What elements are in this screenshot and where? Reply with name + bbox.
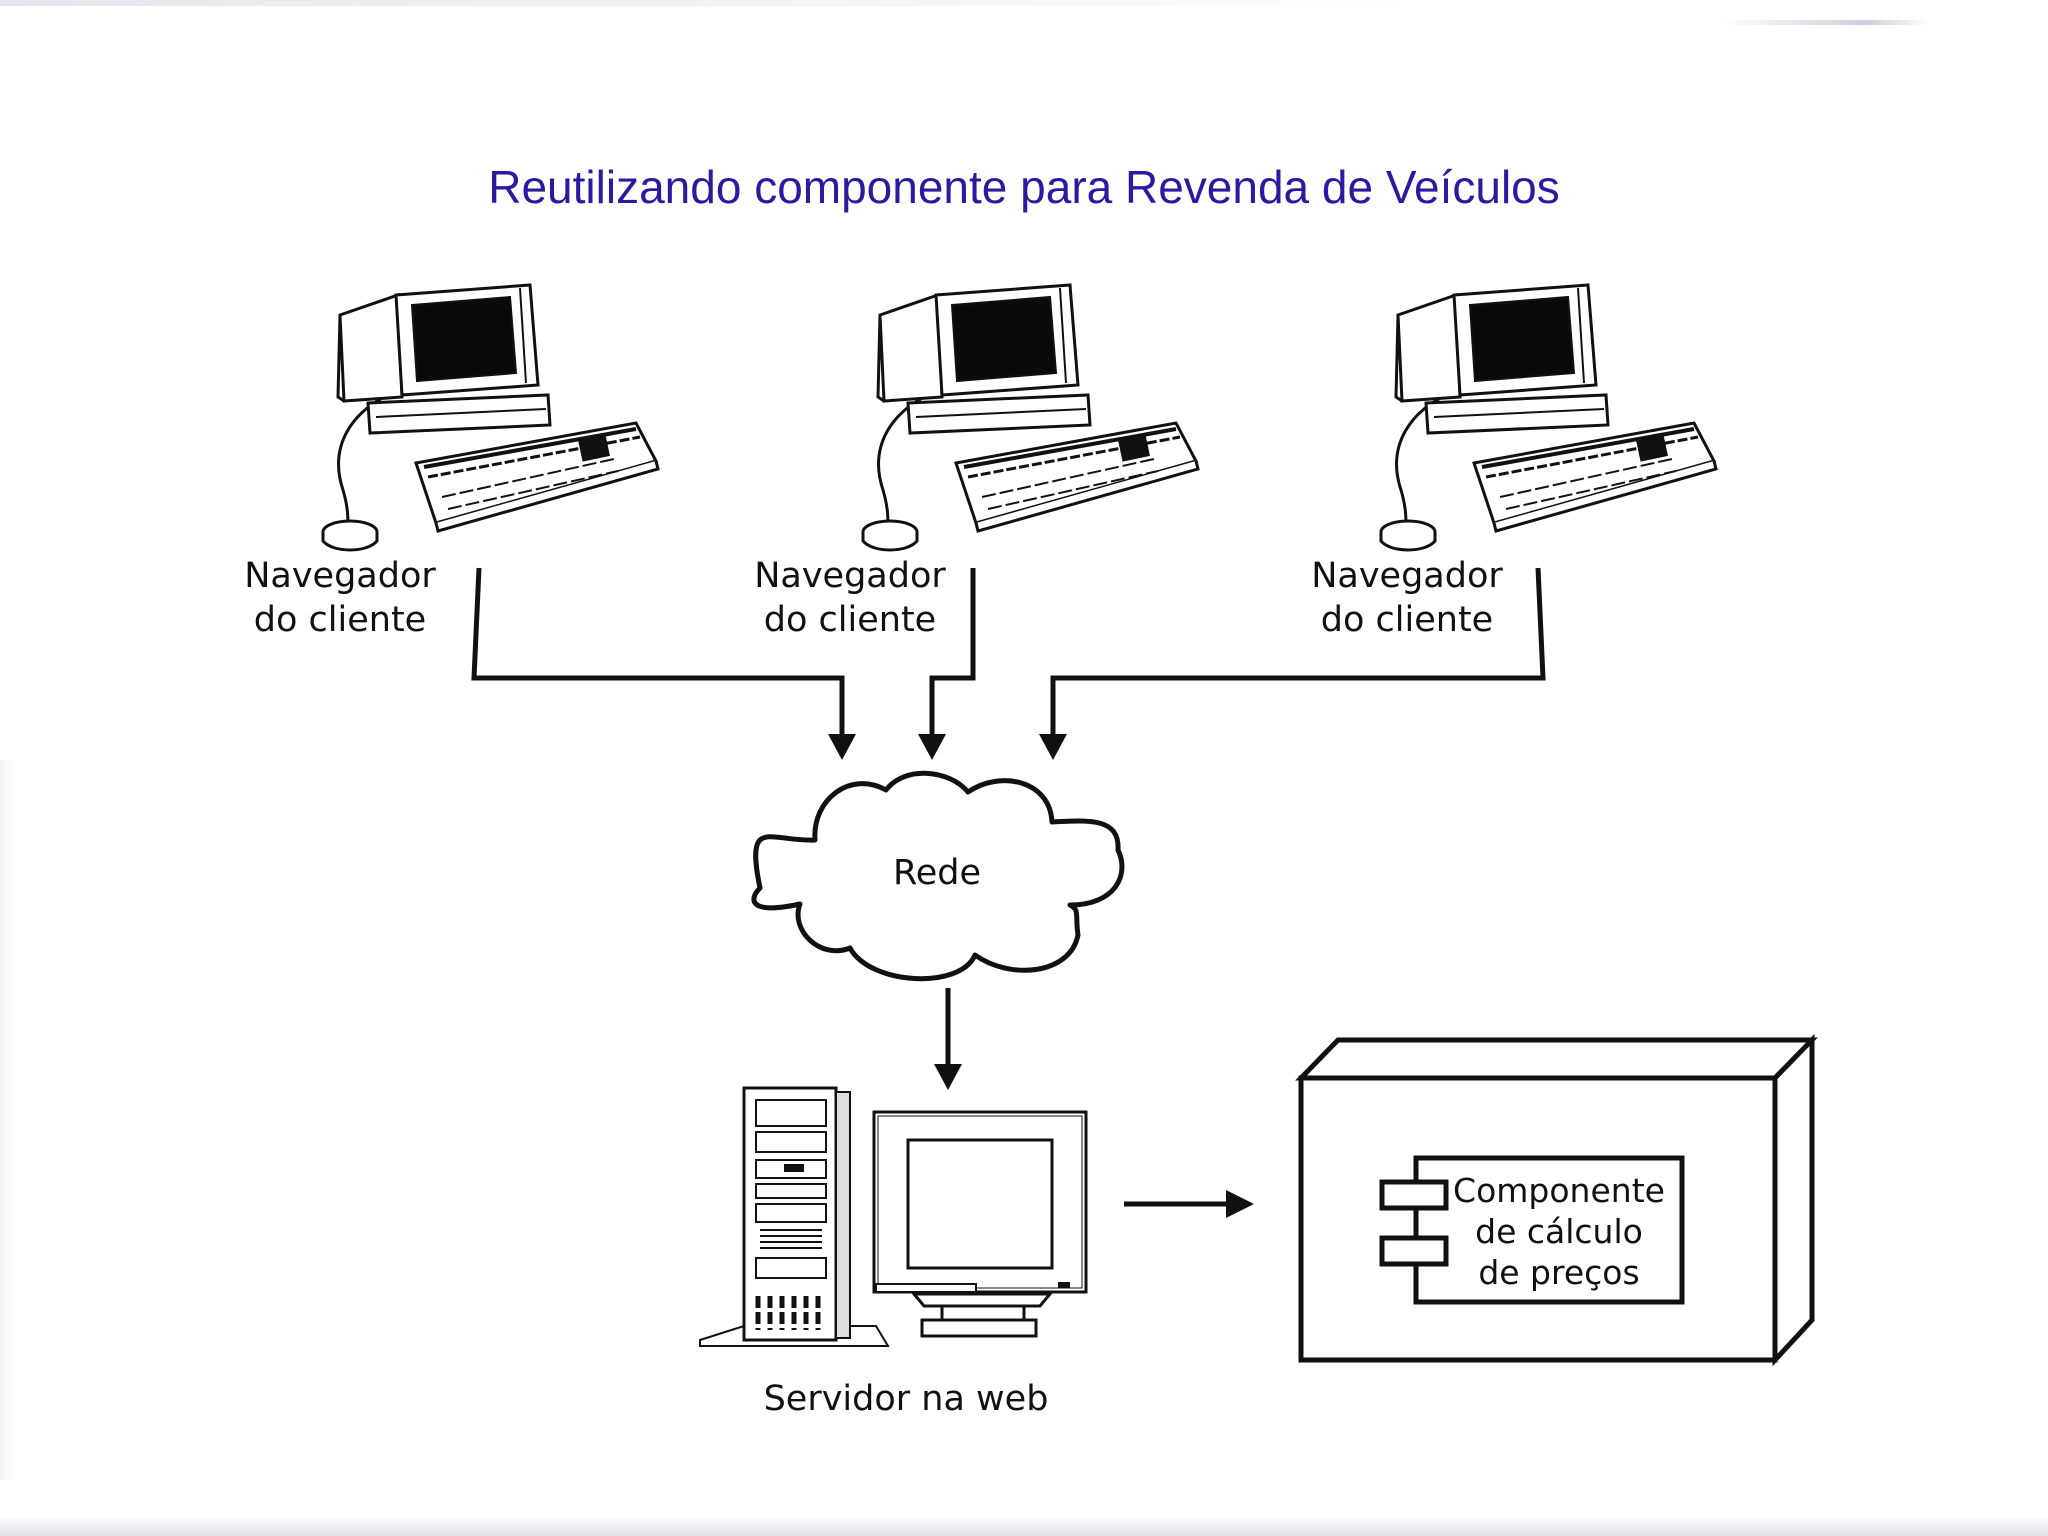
server-label: Servidor na web [764,1379,1049,1419]
component-label: de preços [1478,1253,1639,1292]
network-label: Rede [893,853,981,893]
slide-left-edge [0,760,14,1480]
server-tower-icon [699,1086,890,1347]
client-label: Navegador [1311,556,1503,596]
client-label: do cliente [1321,600,1493,640]
component-icon [1379,1155,1685,1305]
network-cloud-icon [751,770,1125,982]
arrowhead [828,734,856,760]
client-connector-line [1050,567,1546,738]
client-connector-line [929,568,976,738]
component-label: de cálculo [1475,1212,1643,1251]
client-label: Navegador [244,556,436,596]
arrowhead [1039,734,1067,760]
arrowhead [918,734,946,760]
slide-bottom-edge [0,1518,2048,1536]
slide-title: Reutilizando componente para Revenda de … [488,161,1560,213]
slide-top-right-mark [1720,20,1930,25]
client-label: Navegador [754,556,946,596]
arrowhead [934,1064,962,1090]
server-monitor-icon [872,1110,1088,1338]
client-label: do cliente [254,600,426,640]
client-computer-icon [1379,283,1718,552]
slide-top-edge [0,0,2048,6]
client-computer-icon [861,283,1200,552]
client-connector-line [471,567,845,738]
client-label: do cliente [764,600,936,640]
client-computer-icon [321,283,660,552]
arrowhead [1226,1190,1254,1218]
component-label: Componente [1453,1171,1665,1210]
